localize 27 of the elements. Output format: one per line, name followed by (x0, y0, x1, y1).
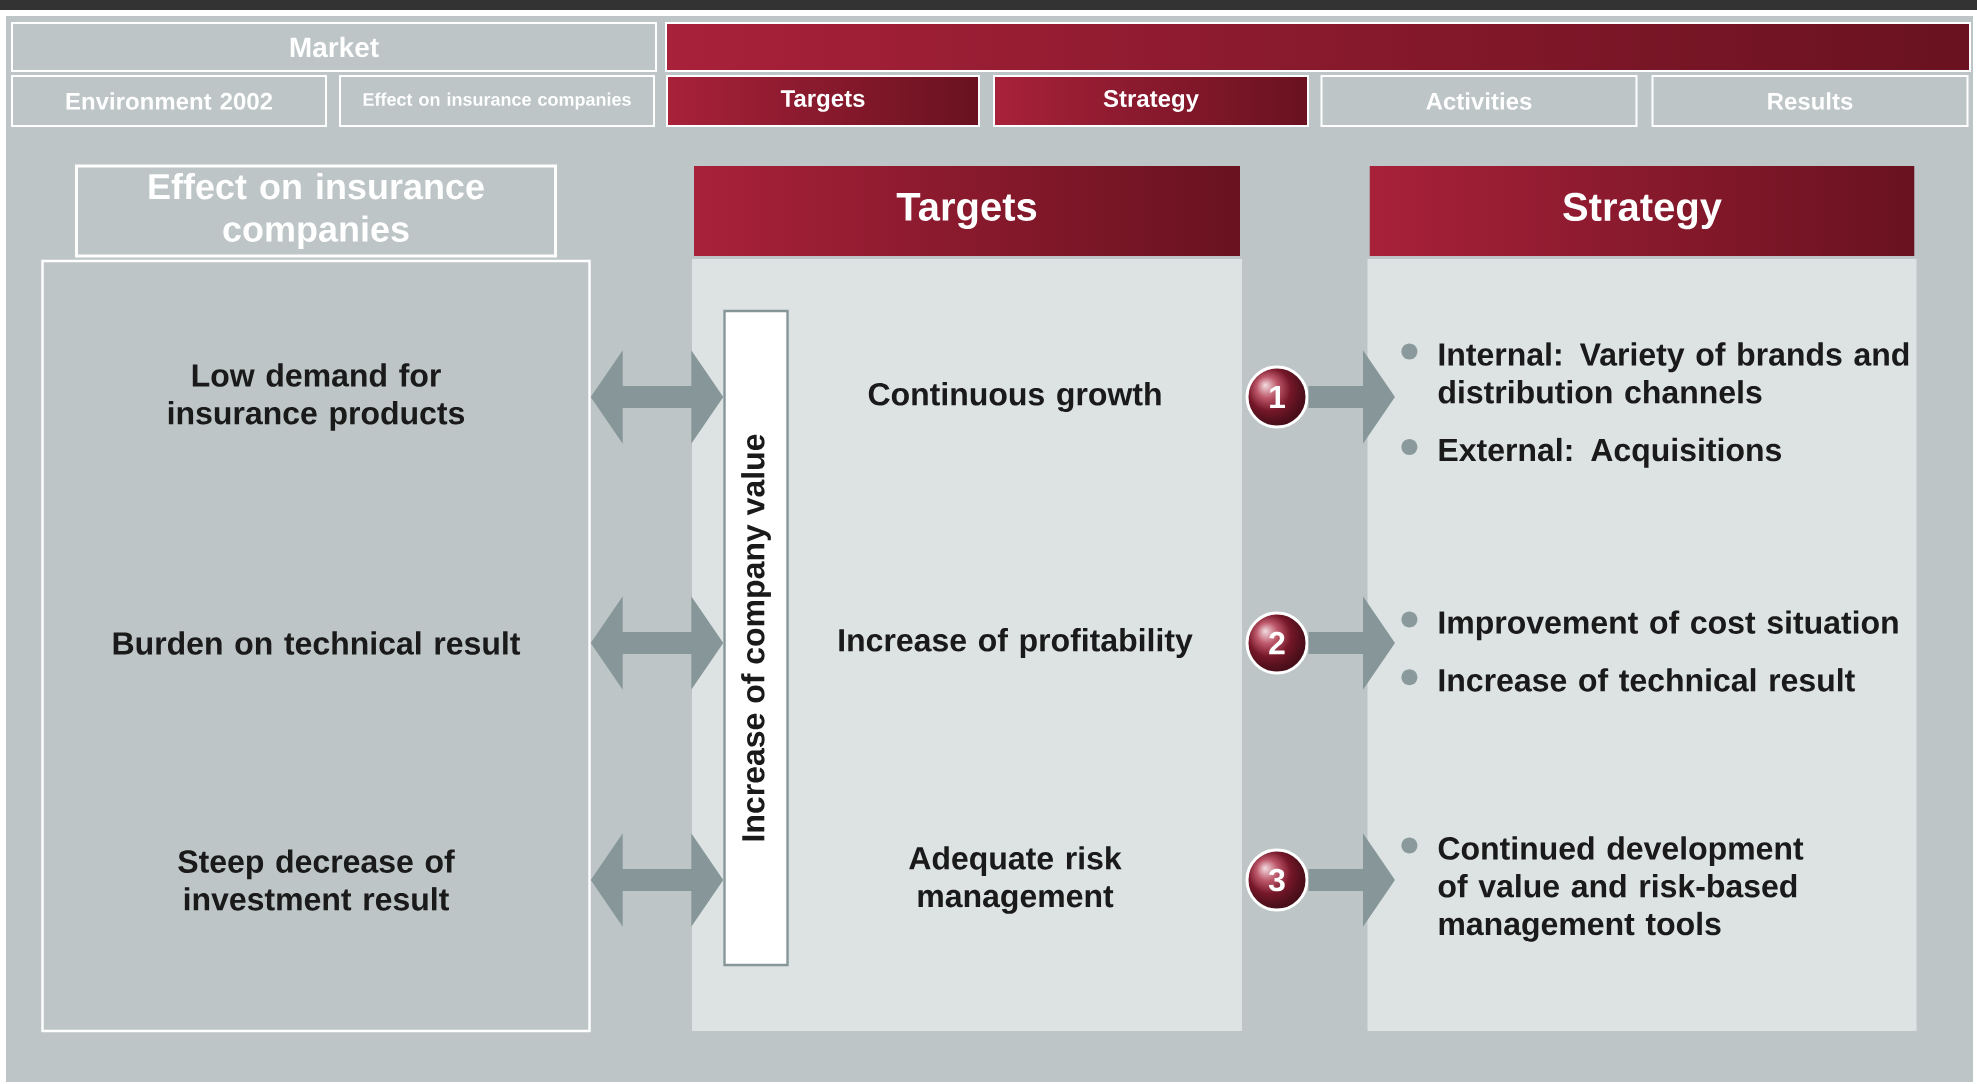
bullet-list: Internal: Variety of brands and distribution channels External: Acquisitions (1401, 342, 1909, 468)
item-text: Steep decrease of investment result (178, 849, 455, 911)
item-text: Low demand for insurance products (168, 363, 465, 431)
item-text: Burden on technical result (113, 631, 521, 655)
panel-header: Effect on insurance companies (75, 164, 557, 258)
node-label: Improvement of cost situation (1439, 610, 1898, 641)
item-text: Increase of profitability (839, 628, 1193, 658)
tab: Results (1651, 75, 1969, 127)
item-text: Continuous growth (868, 382, 1161, 412)
tab: Activities (1320, 75, 1638, 127)
tab: Environment 2002 (11, 75, 327, 127)
node-label: Internal: Variety of brands and distribution channels (1438, 342, 1909, 404)
panel-header: Strategy (1563, 192, 1722, 230)
bullet-list: Continued development of value and risk-based management tools (1401, 836, 1804, 942)
panel (1367, 259, 1917, 1031)
panel (692, 259, 1242, 1031)
panel-header: Targets (896, 193, 1037, 229)
node-label: Increase of technical result (1439, 668, 1855, 692)
tab: Effect on insurance companies (339, 75, 655, 127)
tab: Market (11, 22, 657, 72)
node-label: External: Acquisitions (1439, 437, 1782, 468)
tab (665, 22, 1971, 72)
item-text: Adequate risk management (909, 846, 1122, 914)
bullet-list: Improvement of cost situation Increase of technical result (1401, 610, 1898, 692)
tab: Targets (666, 75, 980, 127)
tab: Strategy (993, 75, 1309, 127)
vertical-label-box: Increase of company value (723, 309, 789, 967)
